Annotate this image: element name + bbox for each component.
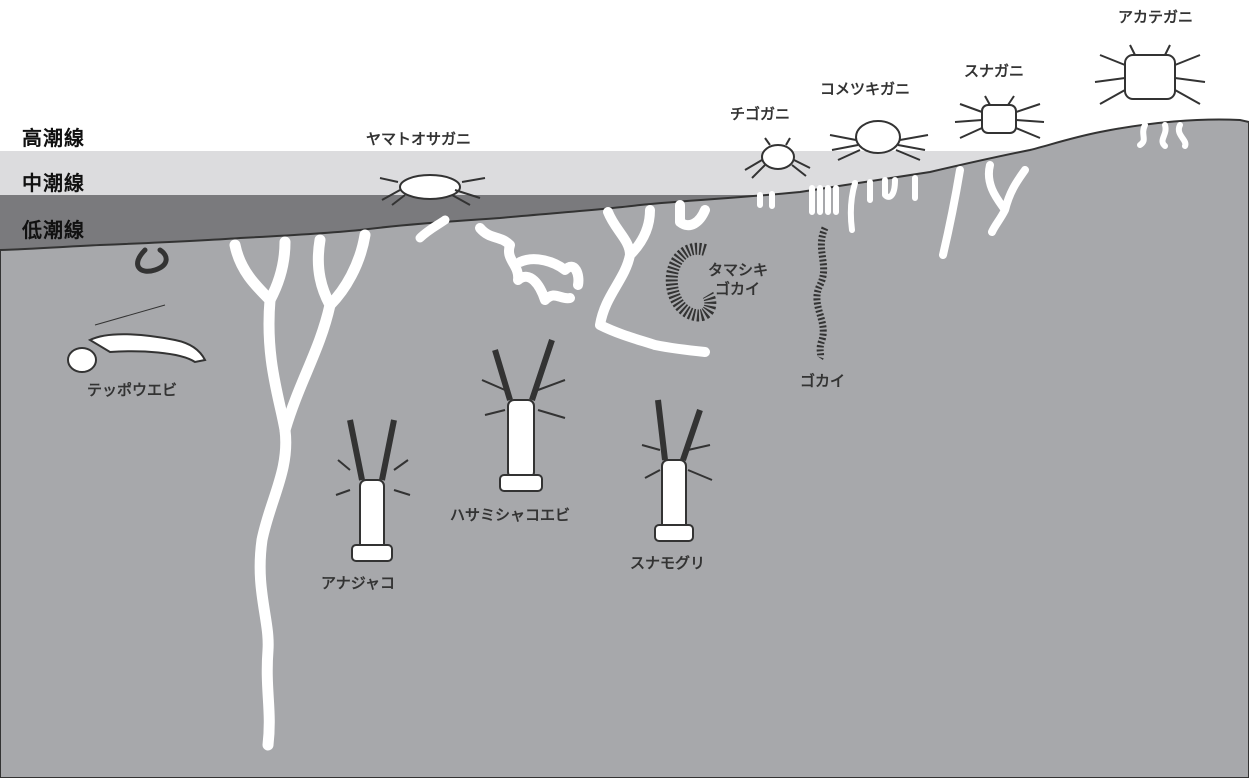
- sunagani-crab: [955, 96, 1044, 138]
- label-tamashikigokai-line2: ゴカイ: [715, 282, 760, 297]
- label-kometsukigani: コメツキガニ: [820, 82, 910, 97]
- label-hasamishakoebi: ハサミシャコエビ: [450, 508, 570, 523]
- label-chigogani: チゴガニ: [730, 107, 790, 122]
- mid-tide-label: 中潮線: [22, 173, 85, 193]
- label-teppouebi: テッポウエビ: [87, 383, 177, 398]
- label-sunagani: スナガニ: [964, 64, 1024, 79]
- label-sunamoguri: スナモグリ: [630, 556, 705, 571]
- low-tide-label: 低潮線: [22, 220, 85, 240]
- label-gokai: ゴカイ: [800, 374, 845, 389]
- label-tamashikigokai-line1: タマシキ: [708, 263, 768, 278]
- label-akategani: アカテガニ: [1118, 10, 1193, 25]
- akategani-crab: [1095, 45, 1205, 104]
- high-tide-label: 高潮線: [22, 128, 85, 148]
- label-anajako: アナジャコ: [321, 576, 395, 591]
- label-yamatoosagani: ヤマトオサガニ: [366, 132, 471, 147]
